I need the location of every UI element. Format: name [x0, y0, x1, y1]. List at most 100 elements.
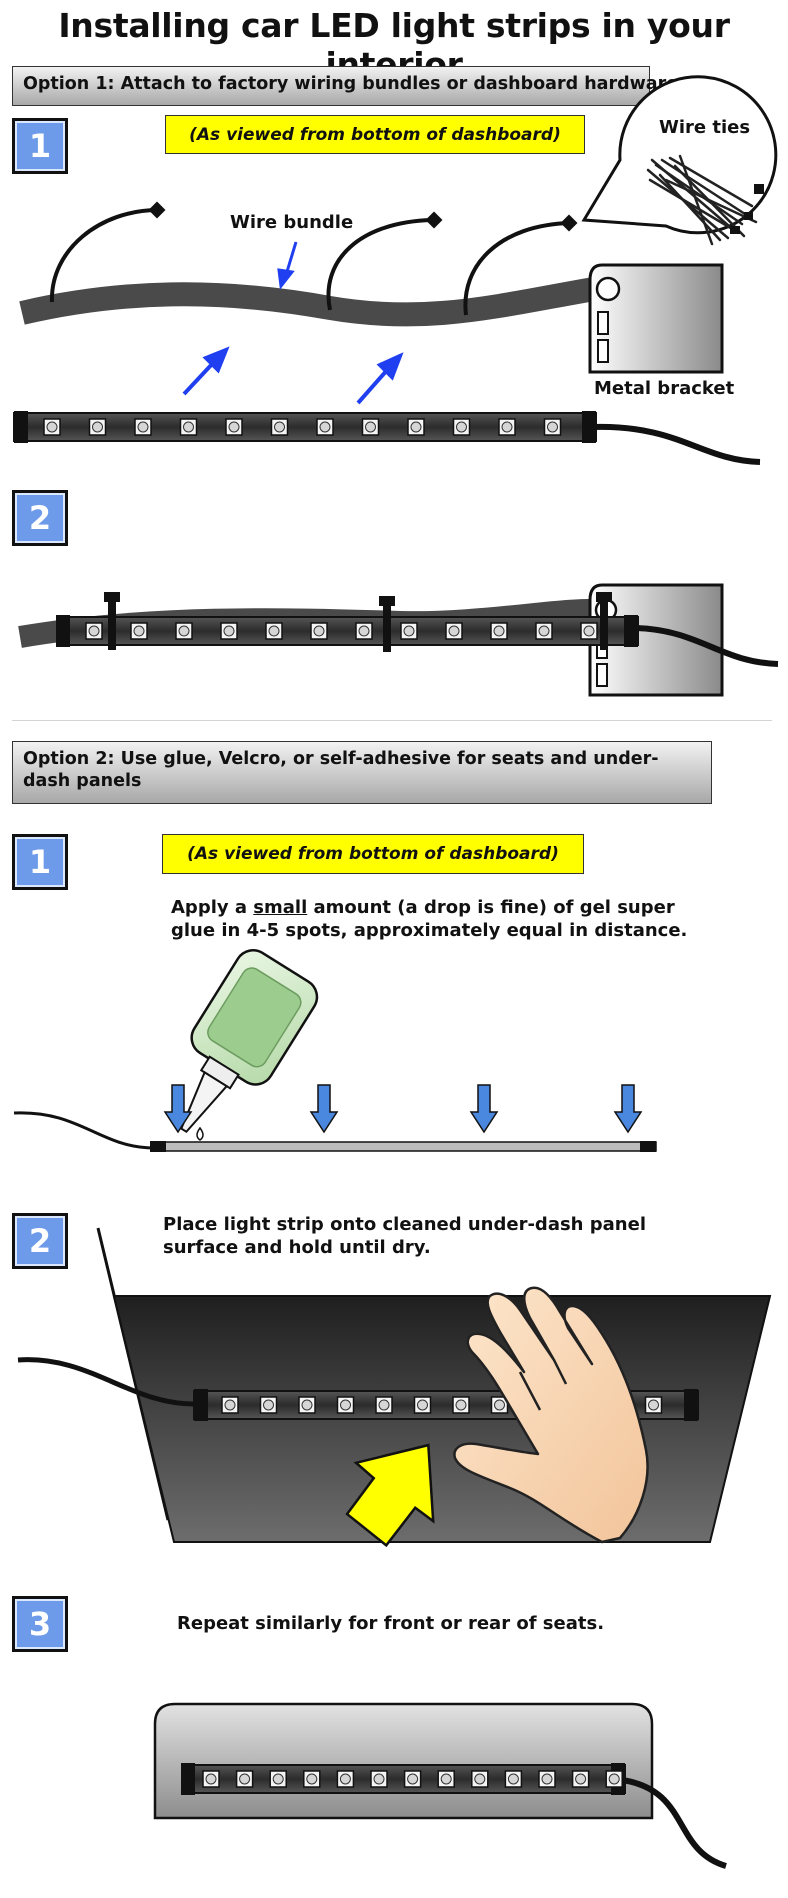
option2-step3-badge: 3: [12, 1596, 68, 1652]
bundle-wires: [49, 208, 571, 316]
led-chip-lens: [46, 421, 58, 433]
led-chip-lens: [608, 1773, 620, 1785]
seat-led-chips: [202, 1770, 623, 1788]
led-chip-lens: [205, 1773, 217, 1785]
led-chip-lens: [178, 625, 190, 637]
option1-step2-number: 2: [28, 499, 52, 537]
led-chips-attached: [85, 622, 598, 640]
seat-panel: [153, 1702, 654, 1820]
panel-strip-endcap-right: [684, 1389, 698, 1421]
led-chip-lens: [301, 1399, 313, 1411]
wire-ties-installed: [104, 592, 612, 652]
option2-step2-badge: 2: [12, 1213, 68, 1269]
option1-step1-illustration: [13, 75, 778, 465]
led-chip-lens: [403, 625, 415, 637]
option1-step1-number: 1: [28, 127, 52, 165]
led-chip-lens: [547, 421, 558, 433]
option2-step3-instruction: Repeat similarly for front or rear of se…: [177, 1613, 605, 1634]
strip-cable: [593, 423, 761, 465]
led-chip-lens: [501, 421, 513, 433]
led-chip-lens: [306, 1773, 318, 1785]
led-chip-lens: [493, 625, 505, 637]
led-chip-lens: [455, 1399, 467, 1411]
option1-header: Option 1: Attach to factory wiring bundl…: [12, 66, 678, 106]
led-chip-lens: [456, 421, 467, 433]
instr-part2: amount (a drop is fine) of gel super glu…: [171, 897, 688, 941]
led-chip-lens: [358, 625, 370, 637]
led-chip-lens: [137, 421, 149, 433]
option2-step1-instruction: Apply a small amount (a drop is fine) of…: [171, 896, 711, 942]
option2-step3-number: 3: [28, 1605, 52, 1643]
led-chip-lens: [648, 1399, 659, 1411]
led-chip-lens: [440, 1773, 452, 1785]
wire-bundle-pointer: [277, 241, 298, 290]
wire-ties-callout: [581, 75, 778, 246]
led-chip-lens: [575, 1773, 587, 1785]
led-strip-endcap-left: [14, 411, 28, 443]
led-chip-lens: [313, 625, 325, 637]
led-strip-attached-endcap-right: [624, 615, 638, 647]
panel-strip-endcap-left: [194, 1389, 208, 1421]
led-chip-lens: [133, 625, 145, 637]
option1-step2-illustration: [18, 583, 779, 697]
led-chip-lens: [507, 1773, 519, 1785]
led-chip-lens: [224, 1399, 236, 1411]
metal-bracket-label: Metal bracket: [594, 378, 735, 399]
seat-strip-cable: [621, 1777, 727, 1869]
glue-drop: [196, 1126, 204, 1141]
instr-part1: Apply a: [171, 897, 254, 918]
wire-ties-label: Wire ties: [659, 117, 751, 138]
glue-spot-arrow: [163, 1084, 193, 1134]
glue-spot-arrow: [613, 1084, 643, 1134]
led-chip-lens: [365, 421, 376, 433]
led-chip-lens: [183, 421, 194, 433]
option1-step2-badge: 2: [12, 490, 68, 546]
option2-header-text: Option 2: Use glue, Velcro, or self-adhe…: [23, 749, 659, 791]
wire-ends: [148, 201, 578, 232]
led-chip-lens: [228, 421, 240, 433]
led-chip-lens: [541, 1773, 553, 1785]
instr-emphasis: small: [253, 897, 308, 918]
option2-step2-number: 2: [28, 1222, 52, 1260]
led-chip-lens: [274, 421, 285, 433]
wire-ties-heads: [730, 184, 764, 234]
option1-header-text: Option 1: Attach to factory wiring bundl…: [23, 74, 679, 94]
led-chip-lens: [494, 1399, 505, 1411]
led-chip-lens: [92, 421, 103, 433]
option1-step1-note: (As viewed from bottom of dashboard): [165, 115, 585, 154]
thin-strip-endcap-right: [640, 1141, 656, 1152]
glue-spot-arrow: [469, 1084, 499, 1134]
led-chip-lens: [340, 1399, 351, 1411]
option2-step2-illustration: [17, 1227, 772, 1548]
strip-cable-attached: [635, 625, 779, 667]
option2-step2-instruction: Place light strip onto cleaned under-das…: [163, 1214, 646, 1258]
thin-strip-cable: [13, 1111, 155, 1150]
led-strip-attached-endcap-left: [56, 615, 70, 647]
option2-step1-illustration: [13, 949, 657, 1152]
wire-bundle-label: Wire bundle: [230, 212, 354, 233]
led-chip-lens: [268, 625, 280, 637]
glue-bottle-icon: [180, 949, 319, 1134]
led-chip-lens: [88, 625, 100, 637]
attach-arrows: [182, 346, 404, 405]
metal-bracket: [588, 263, 724, 374]
led-chip-lens: [378, 1399, 390, 1411]
thin-strip-endcap-left: [150, 1141, 166, 1152]
led-chip-lens: [474, 1773, 486, 1785]
led-chip-lens: [448, 625, 460, 637]
led-chip-lens: [538, 625, 550, 637]
led-chip-lens: [407, 1773, 419, 1785]
led-chip-lens: [339, 1773, 351, 1785]
led-chips: [43, 418, 562, 436]
option2-header: Option 2: Use glue, Velcro, or self-adhe…: [12, 741, 712, 804]
option1-step1-badge: 1: [12, 118, 68, 174]
glue-spot-arrows: [163, 1084, 643, 1134]
led-chip-lens: [583, 625, 595, 637]
led-chip-lens: [272, 1773, 284, 1785]
option2-step1-badge: 1: [12, 834, 68, 890]
page-title: Installing car LED light strips in your …: [58, 6, 730, 84]
seat-strip-endcap-left: [181, 1763, 195, 1795]
press-arrow-icon: [345, 1443, 435, 1548]
led-chip-lens: [263, 1399, 274, 1411]
